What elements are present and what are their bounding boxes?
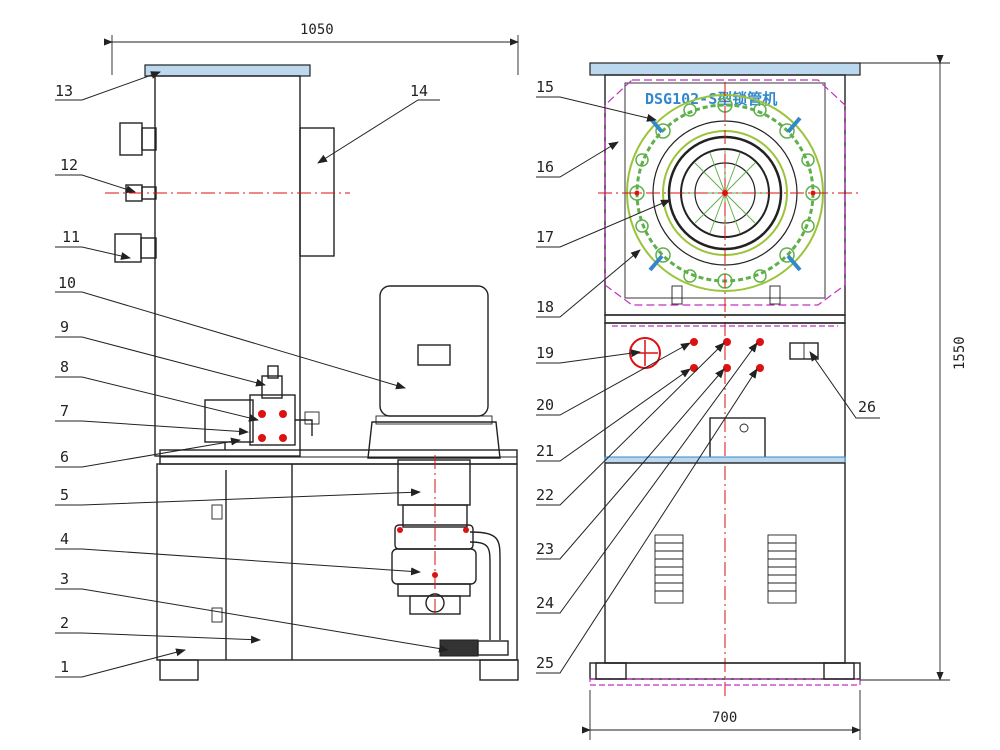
motor xyxy=(379,285,489,417)
callout-21: 21 xyxy=(536,442,554,460)
callout-10: 10 xyxy=(58,274,76,292)
machine-title: DSG102-S型锁管机 xyxy=(645,90,777,108)
callout-22: 22 xyxy=(536,486,554,504)
vent-left xyxy=(654,534,684,604)
guard-outline xyxy=(604,79,846,306)
callout-20: 20 xyxy=(536,396,554,414)
callout-6: 6 xyxy=(60,448,69,466)
oil-tank xyxy=(156,463,518,661)
callout-2: 2 xyxy=(60,614,69,632)
callout-12: 12 xyxy=(60,156,78,174)
front-view: DSG102-S型锁管机 xyxy=(317,54,968,740)
callout-15: 15 xyxy=(536,78,554,96)
side-view: 1050 xyxy=(55,22,519,681)
callout-3: 3 xyxy=(60,570,69,588)
top-plate xyxy=(144,64,311,77)
callout-26: 26 xyxy=(858,398,876,416)
callout-8: 8 xyxy=(60,358,69,376)
callout-17: 17 xyxy=(536,228,554,246)
dim-width-front: 700 xyxy=(712,710,737,726)
front-top-plate xyxy=(589,62,861,76)
callout-1: 1 xyxy=(60,658,69,676)
callout-5: 5 xyxy=(60,486,69,504)
callout-14: 14 xyxy=(410,82,428,100)
callout-7: 7 xyxy=(60,402,69,420)
foot-right xyxy=(479,659,519,681)
dim-height: 1550 xyxy=(952,336,968,370)
callout-11: 11 xyxy=(62,228,80,246)
callout-23: 23 xyxy=(536,540,554,558)
callout-24: 24 xyxy=(536,594,554,612)
callout-9: 9 xyxy=(60,318,69,336)
dim-width-side: 1050 xyxy=(300,22,334,38)
callout-25: 25 xyxy=(536,654,554,672)
callout-13: 13 xyxy=(55,82,73,100)
callout-16: 16 xyxy=(536,158,554,176)
column-body xyxy=(154,75,301,457)
vent-right xyxy=(767,534,797,604)
crimp-head-housing xyxy=(299,127,335,257)
callout-18: 18 xyxy=(536,298,554,316)
foot-left xyxy=(159,659,199,681)
callout-4: 4 xyxy=(60,530,69,548)
callout-19: 19 xyxy=(536,344,554,362)
